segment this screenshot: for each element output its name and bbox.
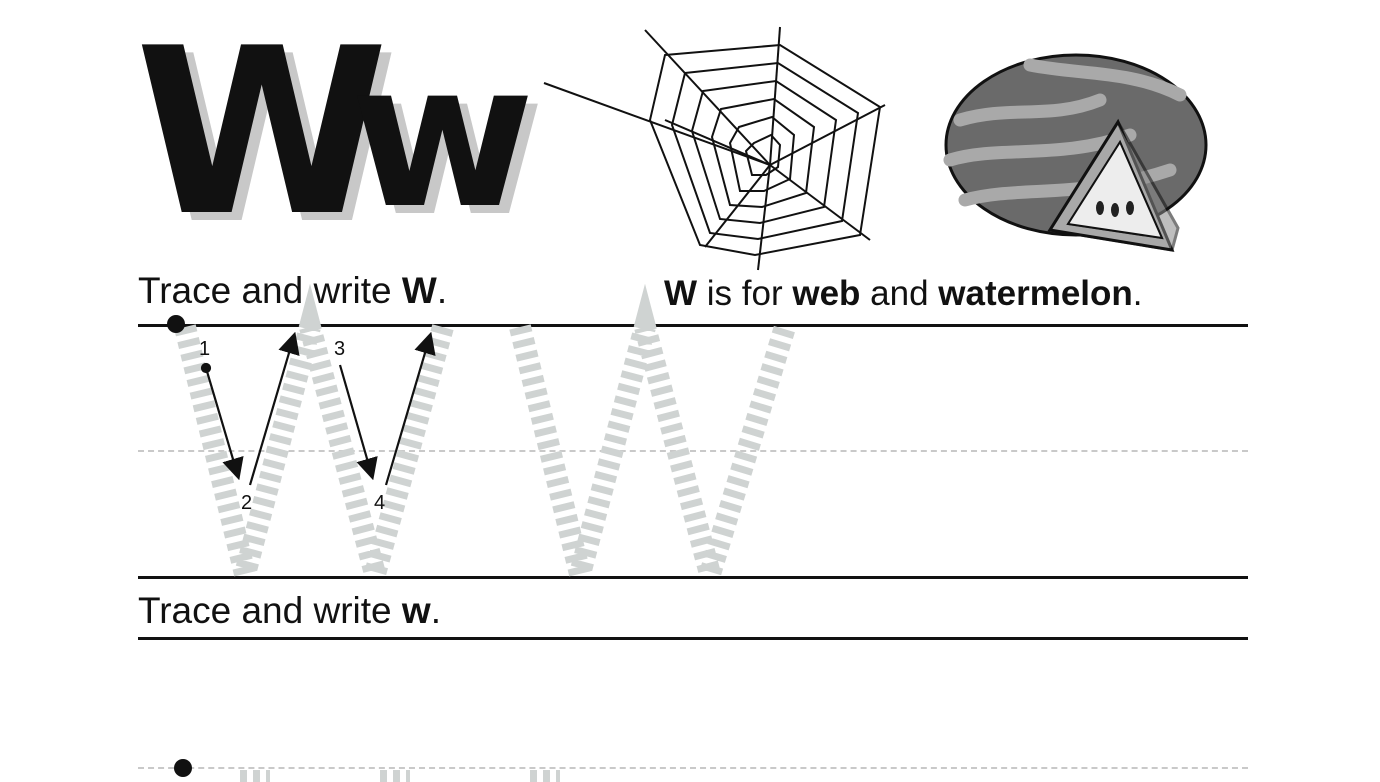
instruction-period: . [430, 590, 441, 631]
stroke-number-3: 3 [334, 338, 346, 360]
trace-letters-uppercase[interactable] [160, 283, 860, 617]
caption-word-watermelon: watermelon [938, 274, 1133, 313]
instruction-letter: w [401, 590, 431, 631]
instruction-uppercase: Trace and write W. [138, 270, 447, 312]
spider-web-icon [543, 26, 886, 271]
instruction-text: Trace and write [138, 270, 402, 311]
stroke-number-1: 1 [199, 338, 211, 360]
trace-letters-lowercase[interactable] [230, 762, 630, 782]
middle-dashed-line [138, 450, 1248, 452]
top-writing-line [138, 324, 1248, 327]
big-lowercase-letter: w [350, 20, 535, 253]
instruction-letter: W [401, 270, 437, 311]
watermelon-icon [943, 53, 1208, 252]
caption-and: and [860, 274, 939, 313]
instruction-period: . [436, 270, 448, 311]
caption: W is for web and watermelon. [664, 274, 1143, 314]
caption-period: . [1132, 274, 1143, 313]
stroke-number-4: 4 [374, 492, 386, 514]
big-uppercase-letter: W [135, 0, 389, 267]
start-dot-lowercase [174, 759, 192, 777]
lowercase-dashed-line [138, 767, 1248, 769]
caption-letter: W [664, 274, 698, 313]
stroke-arrows [200, 331, 436, 486]
bottom-writing-line [138, 576, 1248, 579]
start-dot [167, 315, 185, 333]
caption-word-web: web [792, 274, 861, 313]
instruction-text: Trace and write [138, 590, 402, 631]
lowercase-top-line [138, 637, 1248, 640]
instruction-lowercase: Trace and write w. [138, 590, 441, 632]
stroke-number-2: 2 [241, 492, 253, 514]
caption-text: is for [697, 274, 793, 313]
